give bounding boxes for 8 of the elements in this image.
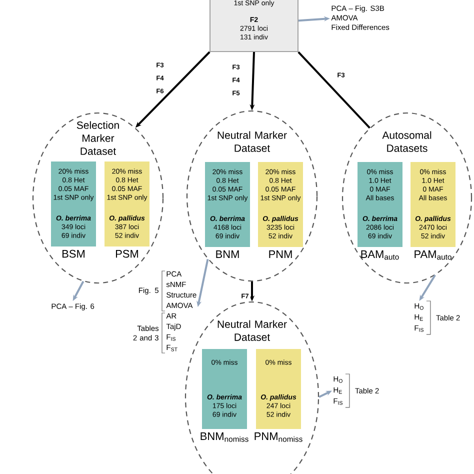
dataset-name: BSM [62,250,84,258]
dataset-name: PAM$_{auto}$ [414,250,452,260]
dataset-name: BAM$_{auto}$ [361,250,399,260]
dataset-name: PNM [269,250,292,258]
dataset-name: PSM [116,250,138,258]
dataset-name: PNM$_{nomiss}$ [254,432,302,442]
dataset-name: BNM$_{nomiss}$ [200,432,248,442]
dataset-name: BNM [216,250,239,258]
